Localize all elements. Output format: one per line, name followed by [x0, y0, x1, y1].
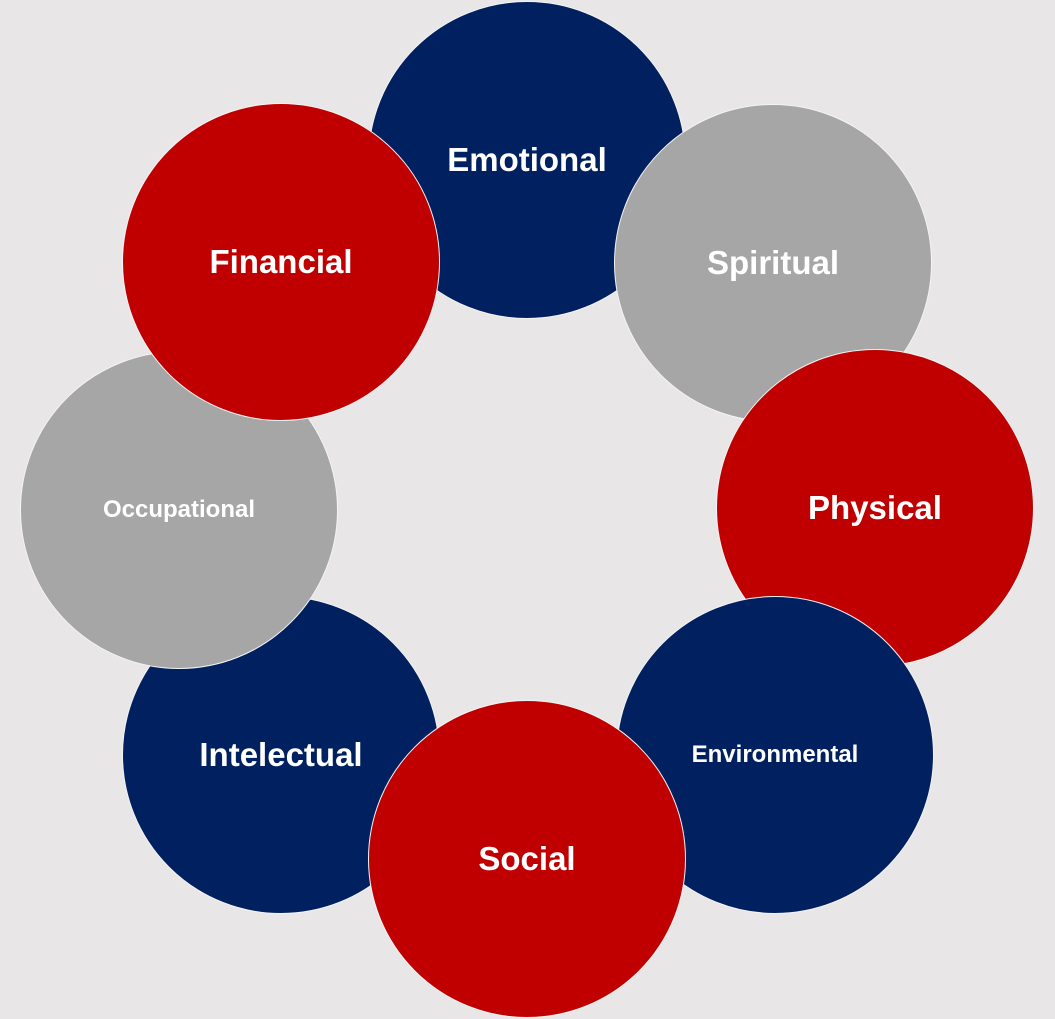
circle-label: Occupational [102, 496, 256, 523]
circle-label: Social [478, 840, 576, 877]
circle-social: Social [368, 700, 686, 1018]
circle-label: Emotional [447, 141, 607, 178]
circle-financial: Financial [122, 103, 440, 421]
circle-label: Physical [808, 489, 942, 526]
circle-label: Financial [209, 243, 353, 280]
circle-label: Environmental [691, 741, 859, 768]
circle-label: Intelectual [199, 736, 363, 773]
circle-label: Spiritual [706, 244, 840, 281]
